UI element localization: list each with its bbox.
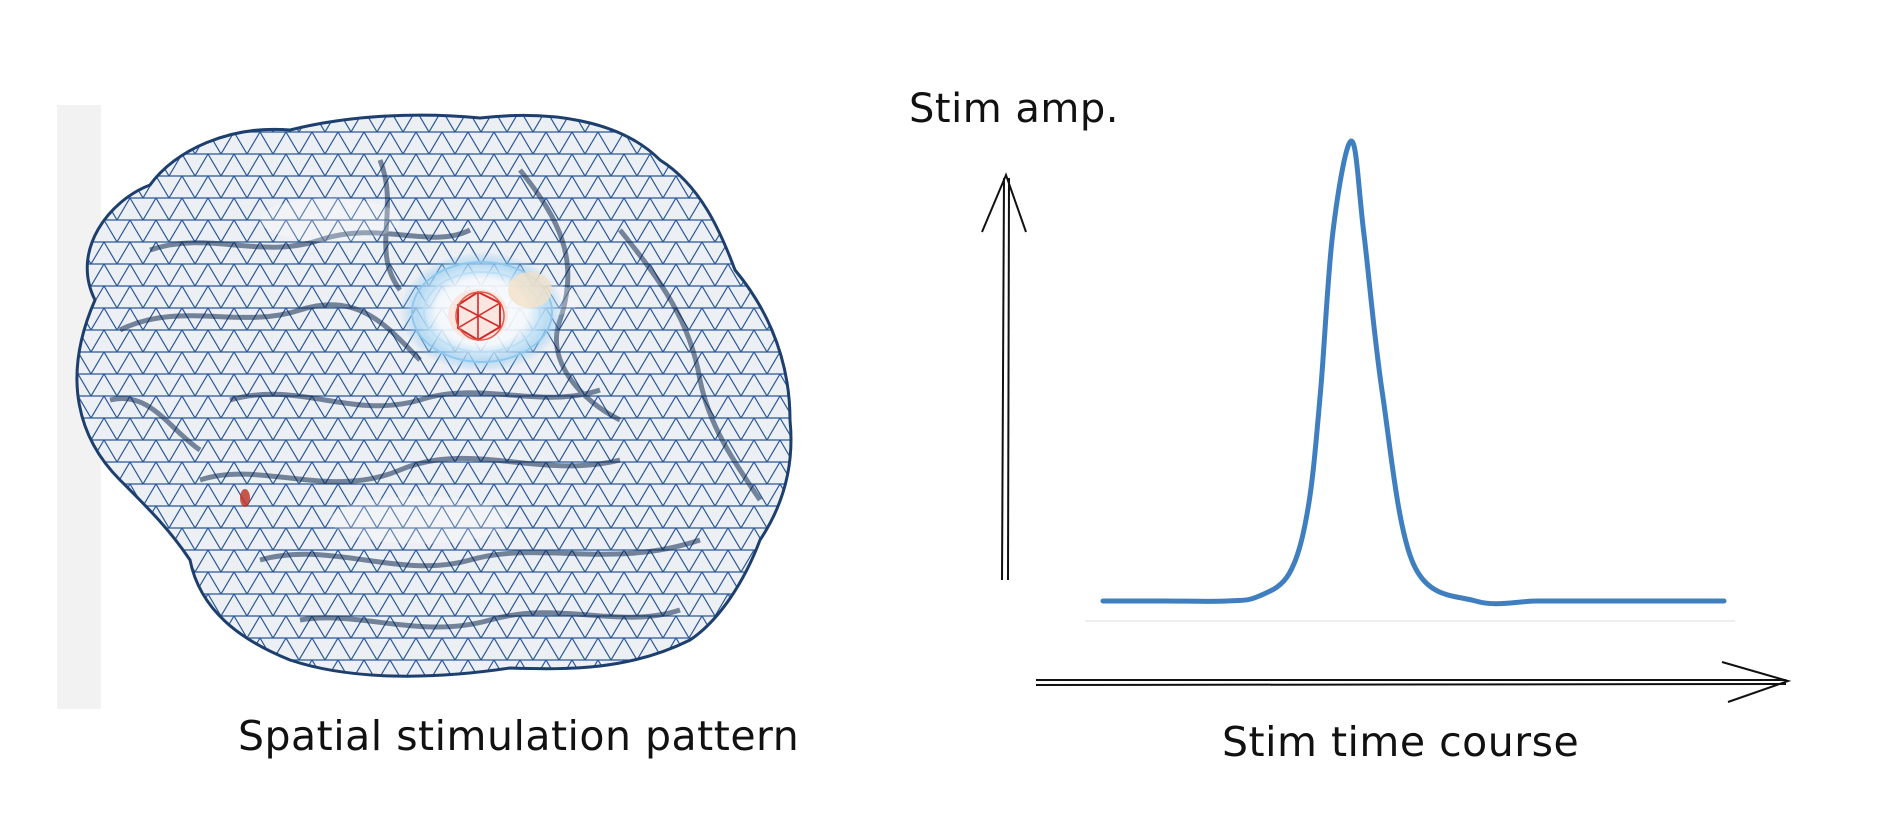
y-axis-arrow	[981, 172, 1027, 581]
left-caption: Spatial stimulation pattern	[238, 712, 800, 760]
stimulation-hotspot	[400, 252, 564, 372]
y-axis-label: Stim amp.	[909, 86, 1119, 132]
stim-amplitude-curve	[1100, 138, 1727, 607]
x-axis-label: Stim time course	[1222, 718, 1580, 766]
minor-stim-mark	[240, 489, 250, 507]
x-axis-arrow	[1035, 661, 1792, 703]
